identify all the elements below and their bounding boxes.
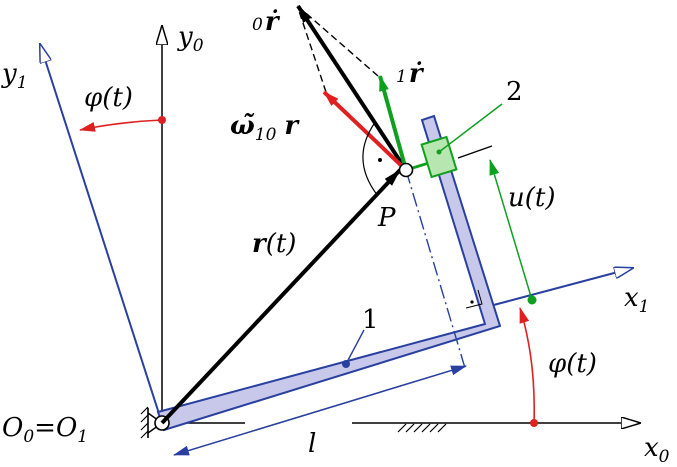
label-body-2: 2 <box>506 77 523 107</box>
label-phi-top: φ(t) <box>84 83 133 113</box>
label-p: P <box>377 203 396 233</box>
right-angle-dot-p <box>378 158 382 162</box>
label-y1: y1 <box>1 59 28 93</box>
label-body-1: 1 <box>362 305 379 335</box>
velocity-1-r-dot <box>378 75 408 171</box>
label-u-t: u(t) <box>508 183 555 213</box>
label-l: l <box>308 429 316 459</box>
label-v1: 1ṙ <box>396 59 425 89</box>
label-v0: 0ṙ <box>252 7 281 37</box>
position-vector-r <box>160 168 402 425</box>
phi-top-dot <box>158 116 166 124</box>
label-origin: O0=O1 <box>2 413 88 447</box>
velocity-parallelogram <box>297 7 379 93</box>
u-base-dot <box>527 295 537 305</box>
x1-axis <box>489 268 633 307</box>
phi-arc-right <box>519 307 536 424</box>
label-phi-right: φ(t) <box>548 349 597 379</box>
velocity-0-r-dot <box>296 4 408 172</box>
right-angle-arc-p <box>362 123 379 197</box>
label-x0: x0 <box>644 433 670 467</box>
u-dimension <box>457 145 537 305</box>
slider-body-2 <box>405 103 503 179</box>
phi-arc-top <box>79 119 163 132</box>
body-1-leader <box>345 329 365 365</box>
y1-axis <box>40 44 163 424</box>
point-p <box>398 162 414 178</box>
body-1-dot <box>342 360 350 368</box>
corner-angle-dot <box>470 300 474 304</box>
phi-right-dot <box>530 419 538 427</box>
x0-axis <box>180 423 640 433</box>
omega-cross-r <box>322 90 408 172</box>
label-x1: x1 <box>624 283 650 317</box>
label-r-t: r(t) <box>252 229 296 259</box>
dimension-l <box>173 365 467 456</box>
corner-right-angle <box>465 289 483 309</box>
p-projection-line <box>405 169 466 369</box>
ground-hatch <box>397 423 447 433</box>
label-y0: y0 <box>177 22 204 56</box>
body-2-leader <box>438 103 503 153</box>
